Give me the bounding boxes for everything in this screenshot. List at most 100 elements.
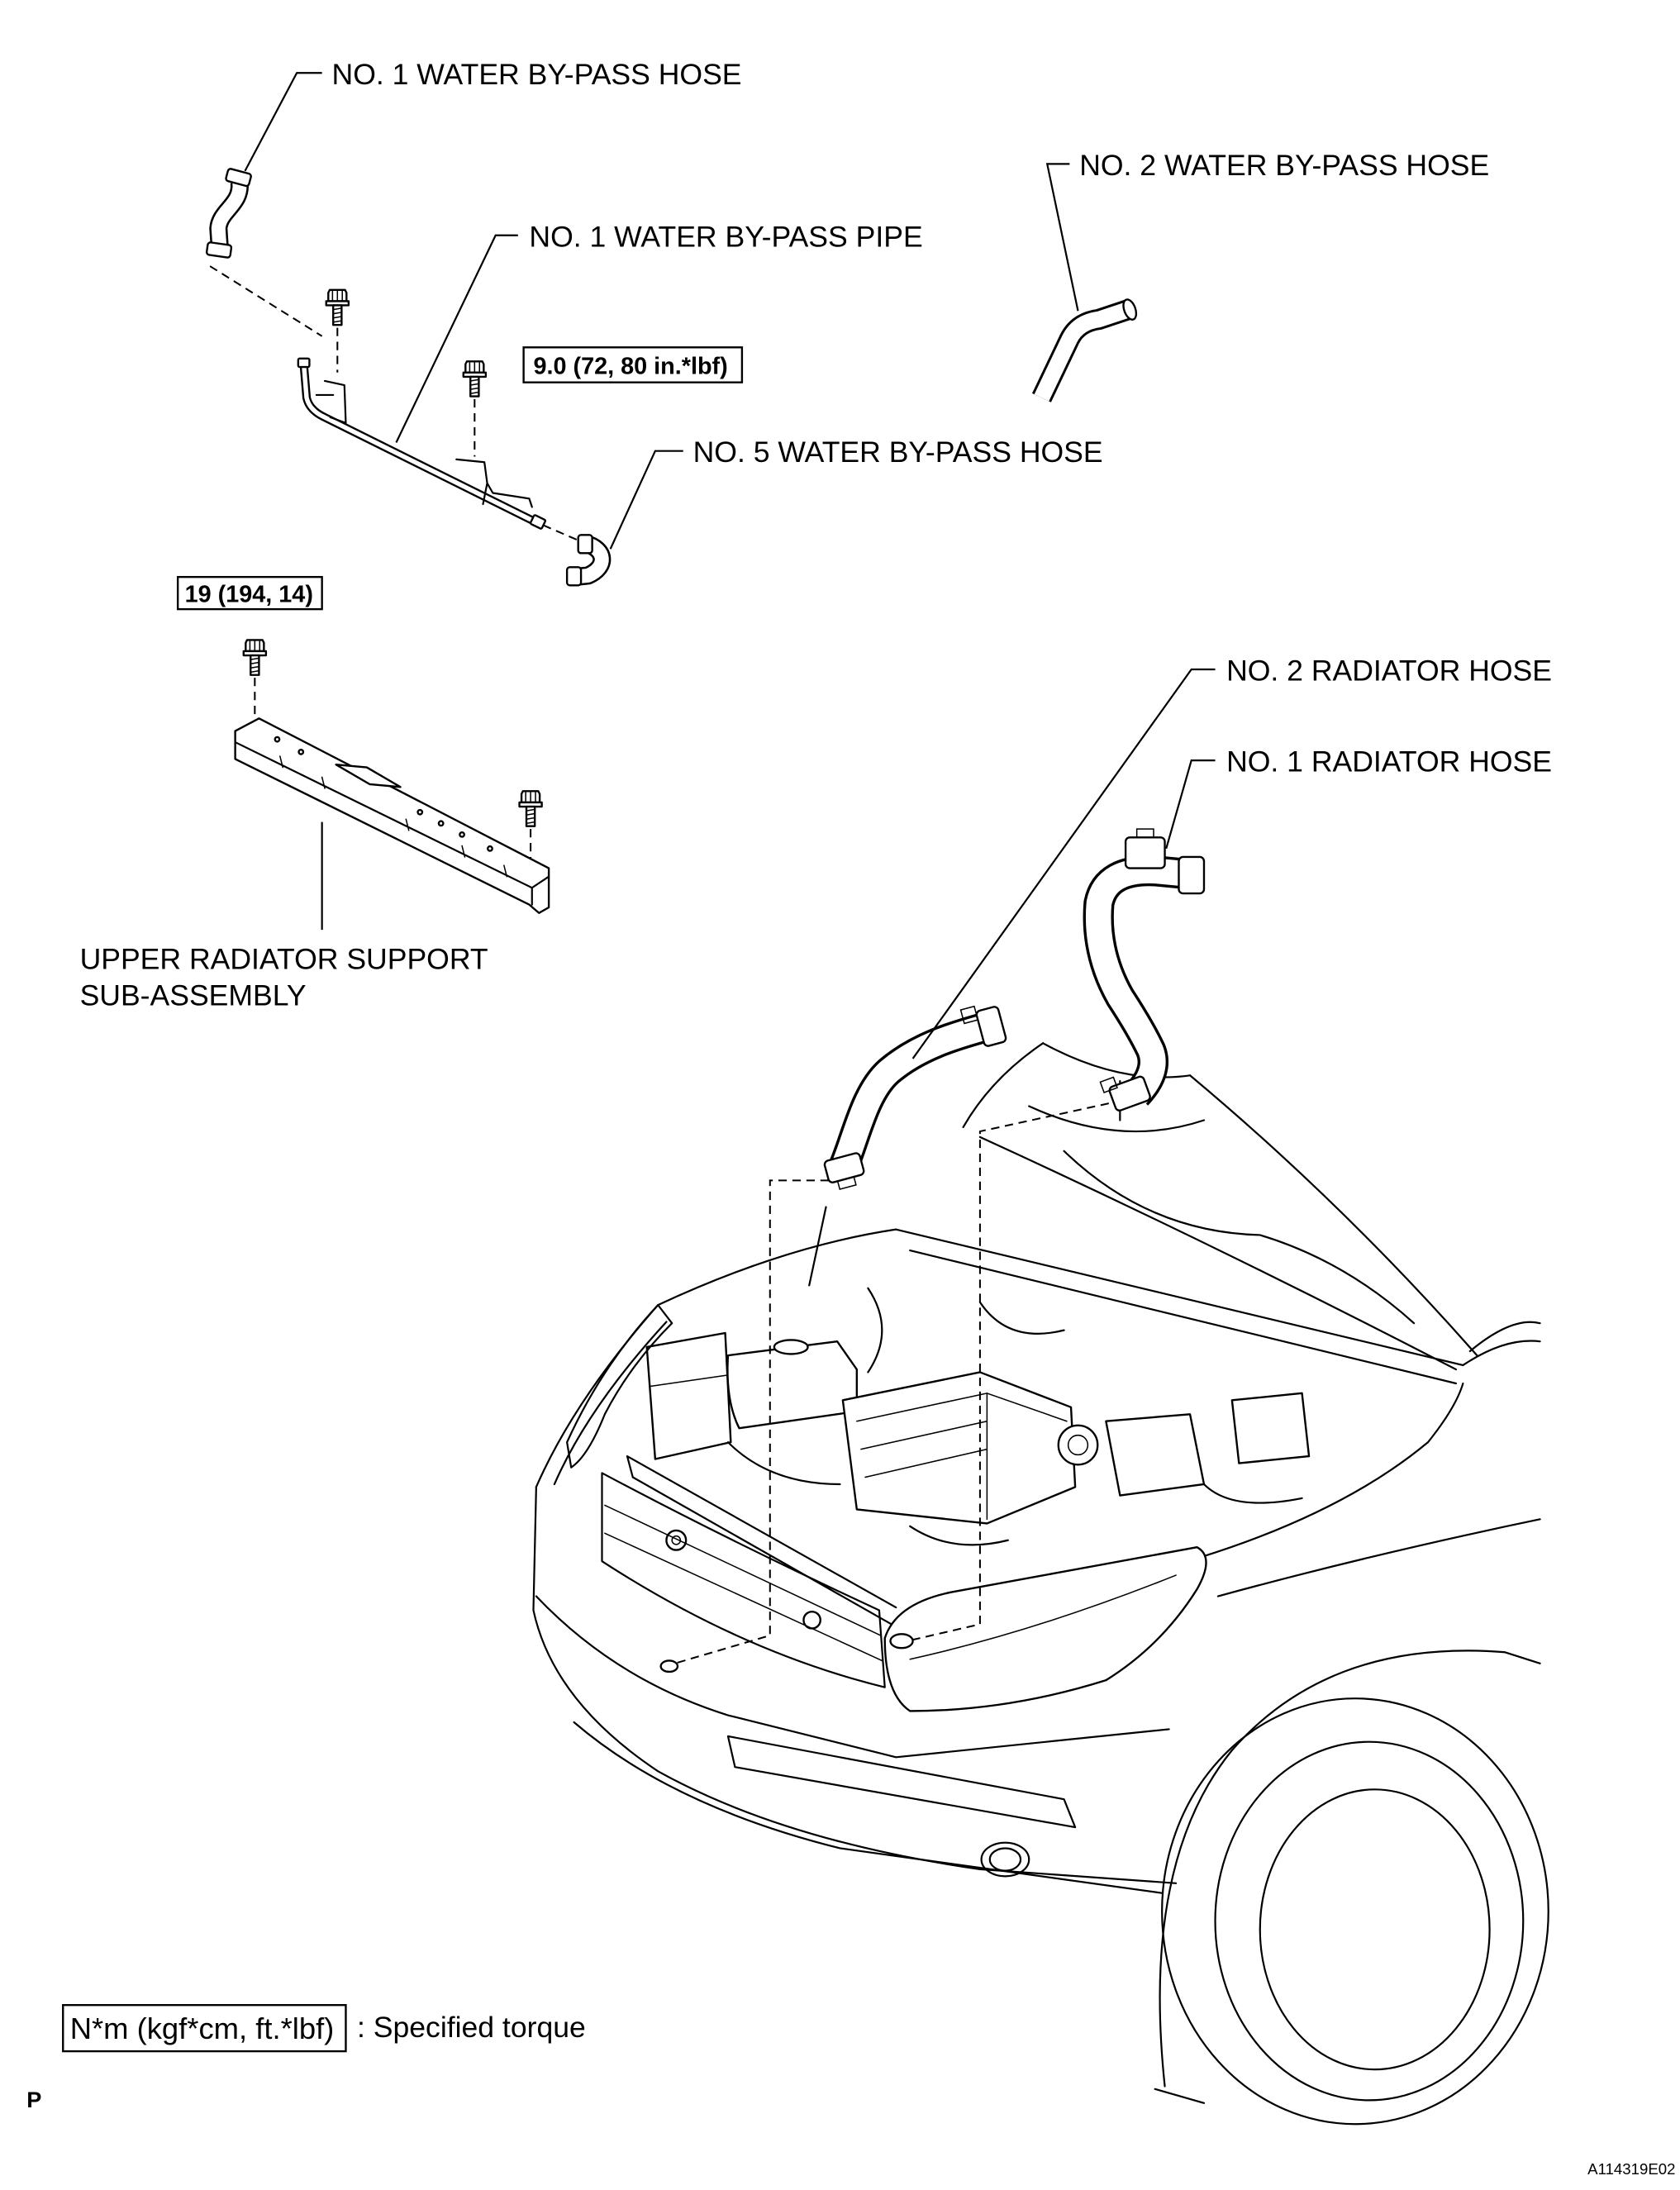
torque-spec-support-bolt: 19 (194, 14) (176, 575, 323, 611)
pipe-bracket-right (455, 458, 533, 508)
no2-water-bypass-hose (1031, 298, 1138, 402)
hose-clamp-lower (1108, 1075, 1151, 1112)
legend-description: : Specified torque (357, 2011, 586, 2044)
air-cleaner-seam (650, 1374, 729, 1388)
fender-arch (1159, 1650, 1541, 2088)
hood-front-edge (1042, 1042, 1192, 1078)
support-holes (274, 736, 493, 852)
leader-no2-water-bypass-hose (1045, 163, 1079, 312)
fog-light-bezel (980, 1841, 1030, 1878)
cowl-line (895, 1228, 1464, 1367)
guide-no1-water-bypass-hose (209, 265, 323, 337)
page-marker: P (26, 2087, 41, 2112)
label-upper-radiator-support-line2: SUB-ASSEMBLY (80, 979, 307, 1012)
figure-id: A114319E02 (1587, 2160, 1675, 2178)
leader-no1-water-bypass-hose (244, 72, 322, 172)
grille-bars (604, 1504, 883, 1662)
label-no2-water-bypass-hose: NO. 2 WATER BY-PASS HOSE (1079, 149, 1489, 182)
leader-no2-radiator-hose (911, 668, 1216, 1059)
label-no1-water-bypass-hose: NO. 1 WATER BY-PASS HOSE (332, 58, 742, 91)
hose-fitting-tab (1135, 828, 1154, 839)
front-tire (1161, 1697, 1549, 2126)
installation-guide-lines (209, 265, 1109, 1673)
pipe-end-right (529, 514, 547, 530)
bumper-lower-lip (573, 1721, 1164, 1894)
hose-clamp-lower-tab (836, 1176, 857, 1191)
body-left-edge-inner (553, 1321, 668, 1486)
leader-no5-water-bypass-hose (609, 450, 683, 550)
hose-clamp-top (577, 534, 593, 555)
fog-light (988, 1847, 1022, 1872)
brake-fluid-reservoir (1230, 1392, 1311, 1464)
hose-clamp-lower-tab (1099, 1076, 1118, 1093)
pipe-end-left (297, 357, 311, 369)
hose-clamp-upper (975, 1006, 1007, 1047)
hose-clamp-bottom (205, 241, 233, 259)
support-ribs (279, 755, 508, 878)
hose-clamp-upper (1178, 855, 1206, 895)
hose-clamp-bottom (565, 566, 583, 587)
tire-sidewall (1214, 1740, 1525, 2102)
vehicle-front-illustration (532, 1042, 1549, 2126)
torque-spec-pipe-bolt: 9.0 (72, 80 in.*lbf) (522, 346, 744, 383)
engine-outlet-pipe (889, 1633, 914, 1650)
support-hole (487, 845, 493, 852)
legend-box (62, 2004, 347, 2053)
torque-value: 9.0 (72, 80 in.*lbf) (533, 354, 727, 380)
leader-lines (244, 72, 1216, 1059)
oil-filler-cap (1057, 1424, 1099, 1466)
label-upper-radiator-support-line1: UPPER RADIATOR SUPPORT (80, 943, 488, 976)
torque-value: 19 (194, 14) (185, 582, 313, 608)
torque-box (522, 346, 744, 383)
headlight-left-side (883, 1546, 1207, 1712)
support-hole (297, 749, 305, 755)
bumper-upper-line (535, 1595, 1170, 1759)
hose-clamp-upper-tab (959, 1005, 979, 1025)
support-fastener-left (665, 1529, 688, 1551)
support-body (234, 717, 550, 914)
body-character-line (1216, 1518, 1541, 1597)
reservoir-cap (773, 1339, 809, 1355)
grille-outline (601, 1472, 886, 1688)
radiator-outlet-pipe (659, 1659, 679, 1673)
front-bumper-outline (532, 1486, 1178, 1884)
label-no1-water-bypass-pipe: NO. 1 WATER BY-PASS PIPE (529, 220, 922, 253)
legend-box-text: N*m (kgf*cm, ft.*lbf) (70, 2011, 335, 2045)
ground-line (1154, 2088, 1206, 2104)
windshield-pillar (1462, 1321, 1541, 1367)
torque-box (176, 575, 323, 611)
guide-no5-water-bypass-hose (542, 524, 586, 545)
no2-radiator-hose (823, 1005, 1007, 1191)
leader-no1-radiator-hose (1165, 759, 1216, 850)
no1-water-bypass-hose (205, 168, 252, 259)
support-hole (274, 736, 281, 743)
label-no2-radiator-hose: NO. 2 RADIATOR HOSE (1226, 655, 1552, 688)
torque-legend: N*m (kgf*cm, ft.*lbf) : Specified torque (62, 2004, 586, 2053)
label-no1-radiator-hose: NO. 1 RADIATOR HOSE (1226, 745, 1552, 778)
no1-radiator-hose (1083, 828, 1206, 1112)
cowl-line-inner (909, 1249, 1458, 1385)
lower-grille-opening (726, 1735, 1077, 1829)
guide-no2-radiator-hose (674, 1179, 829, 1664)
wheel-rim (1259, 1788, 1491, 2071)
support-front-edge (234, 740, 550, 906)
no5-water-bypass-hose (565, 534, 612, 587)
engine-bay-hoses (726, 1287, 1303, 1546)
engine-component-right (1105, 1413, 1206, 1497)
air-cleaner (645, 1331, 732, 1460)
hood-stay (808, 1206, 827, 1287)
support-cutout (335, 763, 402, 788)
pipe-bracket-left (315, 379, 347, 424)
radiator-support-bar (626, 1454, 900, 1630)
leader-no1-water-bypass-pipe (395, 234, 518, 443)
engine-cover-ridges (856, 1393, 1068, 1521)
fender-top-line (1200, 1382, 1464, 1559)
oil-filler-cap-inner (1067, 1434, 1089, 1456)
guide-no1-radiator-hose (907, 1102, 1109, 1642)
engine-bay-front-edge (657, 1228, 897, 1307)
engine-cover (841, 1371, 1077, 1525)
part-labels: NO. 1 WATER BY-PASS HOSE NO. 2 WATER BY-… (80, 58, 1552, 1012)
support-hole (416, 808, 424, 816)
